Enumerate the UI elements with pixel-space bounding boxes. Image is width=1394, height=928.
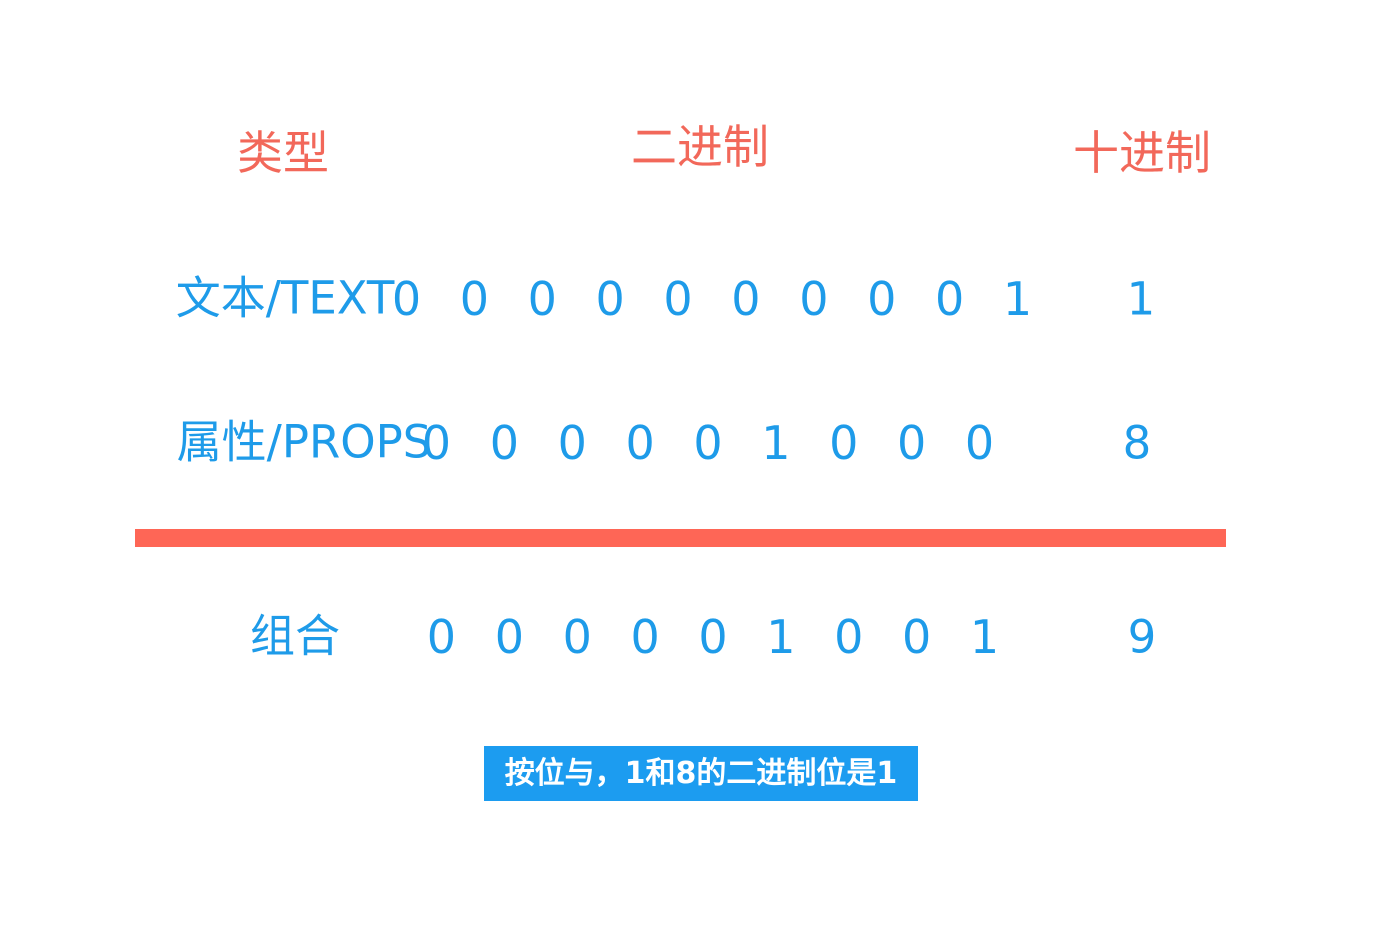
- explanation-note: 按位与，1和8的二进制位是1: [484, 746, 918, 801]
- row-decimal-props: 8: [1122, 416, 1152, 470]
- header-decimal: 十进制: [1073, 126, 1211, 180]
- row-binary-props: 0 0 0 0 0 1 0 0 0: [421, 416, 1007, 470]
- row-binary-text: 0 0 0 0 0 0 0 0 0 1: [391, 272, 1045, 326]
- result-decimal: 9: [1127, 610, 1157, 664]
- row-type-text: 文本/TEXT: [175, 271, 395, 325]
- result-binary: 0 0 0 0 0 1 0 0 1: [426, 610, 1012, 664]
- result-type: 组合: [249, 609, 341, 663]
- row-type-props: 属性/PROPS: [176, 415, 432, 469]
- header-binary: 二进制: [631, 120, 769, 174]
- row-decimal-text: 1: [1126, 272, 1156, 326]
- header-type: 类型: [237, 126, 329, 180]
- sum-divider: [135, 529, 1226, 547]
